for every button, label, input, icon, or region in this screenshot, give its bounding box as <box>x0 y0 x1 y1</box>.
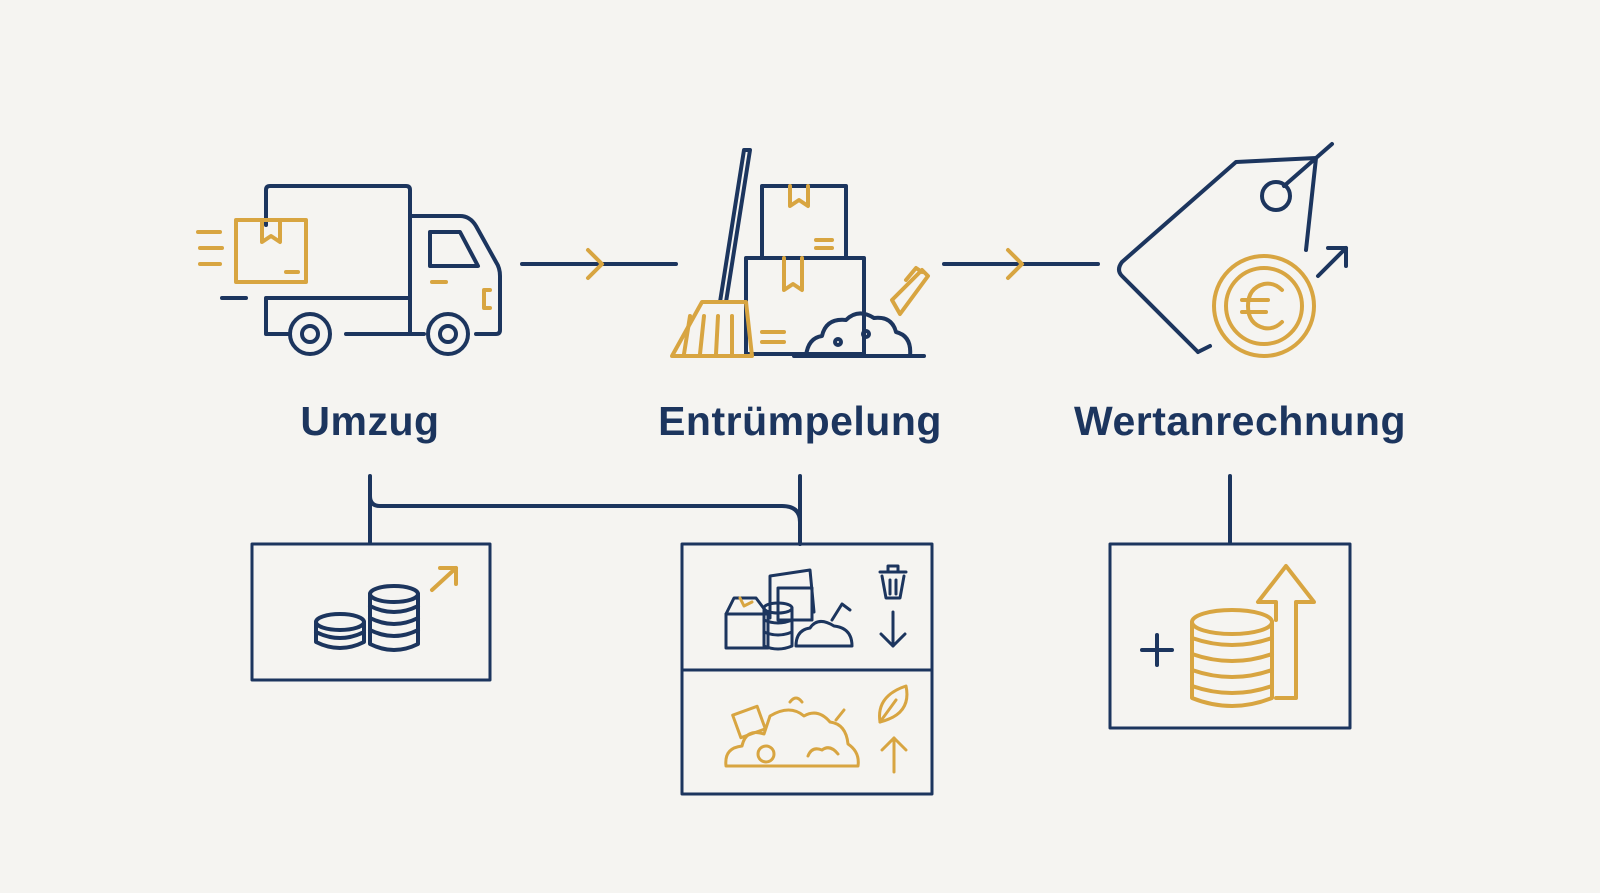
umzug-cost-box <box>250 542 492 682</box>
flow-arrow-2 <box>942 248 1100 280</box>
wertanrechnung-box <box>1108 542 1352 730</box>
broom-boxes-debris-icon <box>670 148 930 358</box>
step-label-wertanrechnung: Wertanrechnung <box>1074 398 1406 444</box>
junk-trash-down-arrow-icon <box>724 564 908 651</box>
connector-lines <box>368 474 1232 546</box>
flow-arrow-1 <box>520 248 678 280</box>
coin-stack-up-arrow-icon <box>314 566 458 652</box>
entruempelung-box <box>680 542 934 796</box>
debris-leaf-up-arrow-icon <box>724 684 909 774</box>
moving-truck-icon <box>196 184 502 356</box>
step-label-umzug: Umzug <box>300 398 440 444</box>
price-tag-euro-icon <box>1117 142 1348 358</box>
plus-coins-up-arrow-icon <box>1140 564 1316 708</box>
step-label-entruempelung: Entrümpelung <box>658 398 942 444</box>
